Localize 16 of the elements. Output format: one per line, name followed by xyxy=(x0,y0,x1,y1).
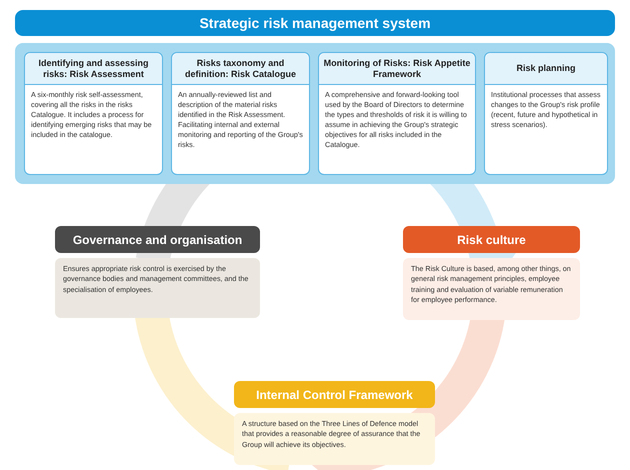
pillar-card xyxy=(403,226,580,320)
info-card xyxy=(318,52,476,175)
card-heading: Risk planning xyxy=(485,53,607,85)
card-heading: Risks taxonomy and definition: Risk Catalogue xyxy=(172,53,309,85)
system-panel xyxy=(15,10,615,184)
card-heading: Identifying and assessing risks: Risk Assessment xyxy=(25,53,162,85)
info-card xyxy=(24,52,163,175)
pillar-heading: Internal Control Framework xyxy=(234,381,435,408)
title-band: Strategic risk management system xyxy=(15,10,615,36)
pillar-heading: Risk culture xyxy=(403,226,580,253)
pillar-heading: Governance and organisation xyxy=(55,226,260,253)
info-card xyxy=(484,52,608,175)
info-card xyxy=(171,52,310,175)
pillar-card xyxy=(234,381,435,465)
card-heading: Monitoring of Risks: Risk Appetite Framework xyxy=(319,53,475,85)
pillar-card xyxy=(55,226,260,318)
